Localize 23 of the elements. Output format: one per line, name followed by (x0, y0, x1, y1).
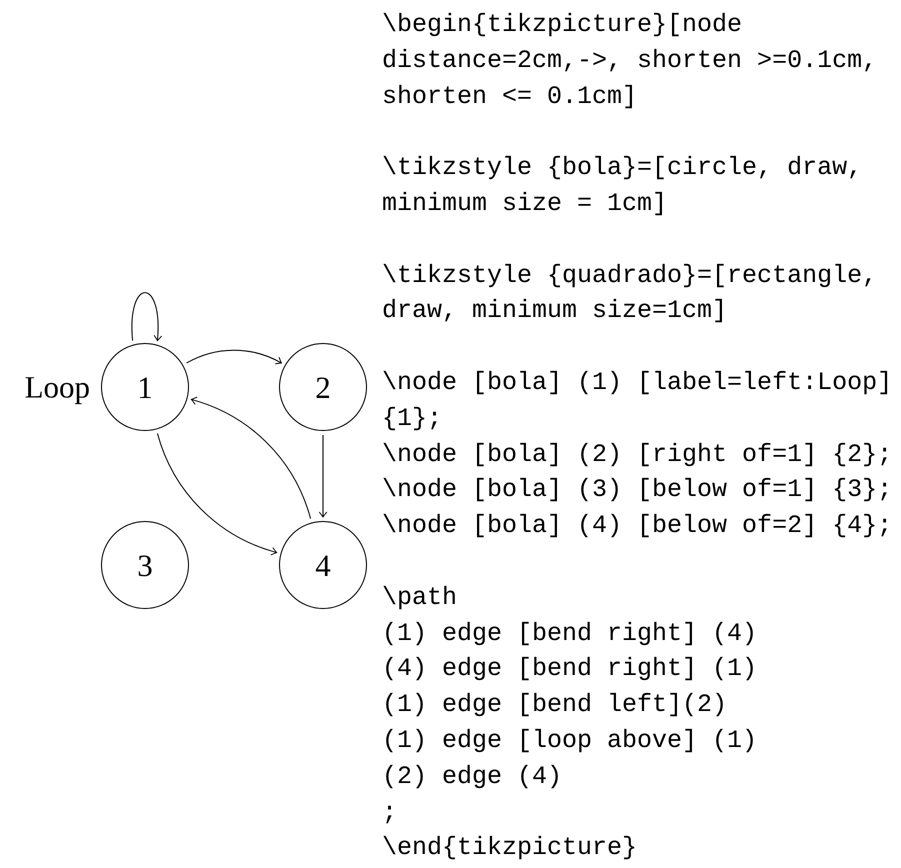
state-circle (279, 521, 367, 609)
code-line: (1) edge [bend left](2) (382, 689, 728, 722)
node-label: Loop (24, 372, 90, 402)
code-line: \end{tikzpicture} (382, 832, 638, 864)
code-line: \node [bola] (2) [right of=1] {2}; (382, 438, 894, 471)
code-line: (2) edge (4) (382, 760, 564, 793)
state-circle (101, 521, 189, 609)
code-line: (1) edge [bend right] (4) (382, 618, 758, 650)
code-line: \tikzstyle {bola}=[circle, draw, minimum size = 1cm] (382, 152, 864, 220)
code-line: \path (382, 582, 458, 614)
code-line: (4) edge [bend right] (1) (382, 653, 758, 686)
state-number: 3 (137, 550, 153, 580)
code-line: \node [bola] (1) [label=left:Loop] {1}; (382, 366, 894, 435)
code-line: ; (382, 796, 398, 829)
code-line: \begin{tikzpicture}[node distance=2cm,->, shorten >=0.1cm, shorten <= 0.1cm] (382, 9, 878, 113)
code-line: \node [bola] (3) [below of=1] {3}; (382, 474, 894, 506)
state-number: 2 (315, 372, 331, 402)
state-number: 4 (315, 550, 331, 580)
code-line: \tikzstyle {quadrado}=[rectangle, draw, minimum size=1cm] (382, 260, 878, 328)
code-line: \node [bola] (4) [below of=2] {4}; (382, 510, 894, 542)
state-number: 1 (137, 372, 153, 402)
state-circle (279, 343, 367, 431)
code-line: (1) edge [loop above] (1) (382, 724, 758, 757)
